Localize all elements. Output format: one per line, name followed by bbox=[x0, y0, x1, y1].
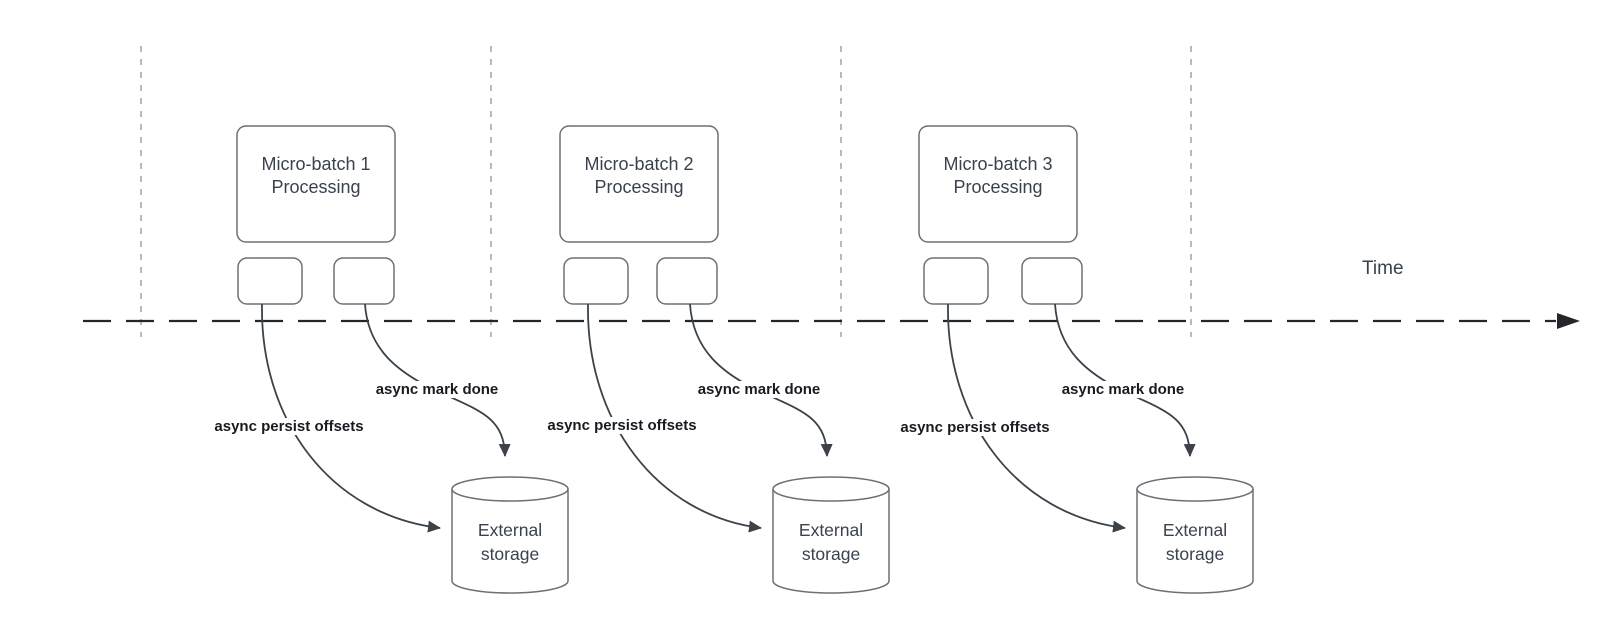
time-label: Time bbox=[1362, 258, 1404, 279]
task-box-b-1 bbox=[333, 257, 395, 305]
mark-done-label-1: async mark done bbox=[372, 381, 502, 398]
persist-offsets-label-2: async persist offsets bbox=[544, 417, 700, 434]
micro-batch-2-label: Micro-batch 2 Processing bbox=[584, 154, 694, 197]
cylinder-rim-2 bbox=[772, 488, 890, 502]
mark-done-arrow-2 bbox=[689, 303, 833, 457]
task-box-a-2 bbox=[563, 257, 629, 305]
task-box-a-3 bbox=[923, 257, 989, 305]
external-storage-cylinder-2 bbox=[772, 476, 890, 594]
micro-batch-2-box bbox=[559, 125, 719, 243]
external-storage-cylinder-3 bbox=[1136, 476, 1254, 594]
persist-offsets-arrow-2 bbox=[587, 303, 762, 533]
persist-offsets-arrow-1 bbox=[261, 303, 441, 533]
persist-offsets-label-1: async persist offsets bbox=[211, 418, 367, 435]
mark-done-label-2: async mark done bbox=[694, 381, 824, 398]
micro-batch-3-label: Micro-batch 3 Processing bbox=[943, 154, 1053, 197]
external-storage-label-1: External storage bbox=[477, 520, 543, 564]
cylinder-rim-1 bbox=[451, 488, 569, 502]
mark-done-arrow-1 bbox=[364, 303, 511, 457]
persist-offsets-label-3: async persist offsets bbox=[897, 419, 1053, 436]
mark-done-arrow-3 bbox=[1054, 303, 1196, 457]
micro-batch-1-box bbox=[236, 125, 396, 243]
micro-batch-3-box bbox=[918, 125, 1078, 243]
cylinder-rim-3 bbox=[1136, 488, 1254, 502]
time-axis-arrowhead bbox=[1557, 313, 1580, 329]
task-box-b-2 bbox=[656, 257, 718, 305]
task-box-a-1 bbox=[237, 257, 303, 305]
persist-offsets-arrow-3 bbox=[947, 303, 1126, 533]
external-storage-label-3: External storage bbox=[1162, 520, 1228, 564]
mark-done-label-3: async mark done bbox=[1058, 381, 1188, 398]
task-box-b-3 bbox=[1021, 257, 1083, 305]
external-storage-cylinder-1 bbox=[451, 476, 569, 594]
external-storage-label-2: External storage bbox=[798, 520, 864, 564]
micro-batch-1-label: Micro-batch 1 Processing bbox=[261, 154, 371, 197]
